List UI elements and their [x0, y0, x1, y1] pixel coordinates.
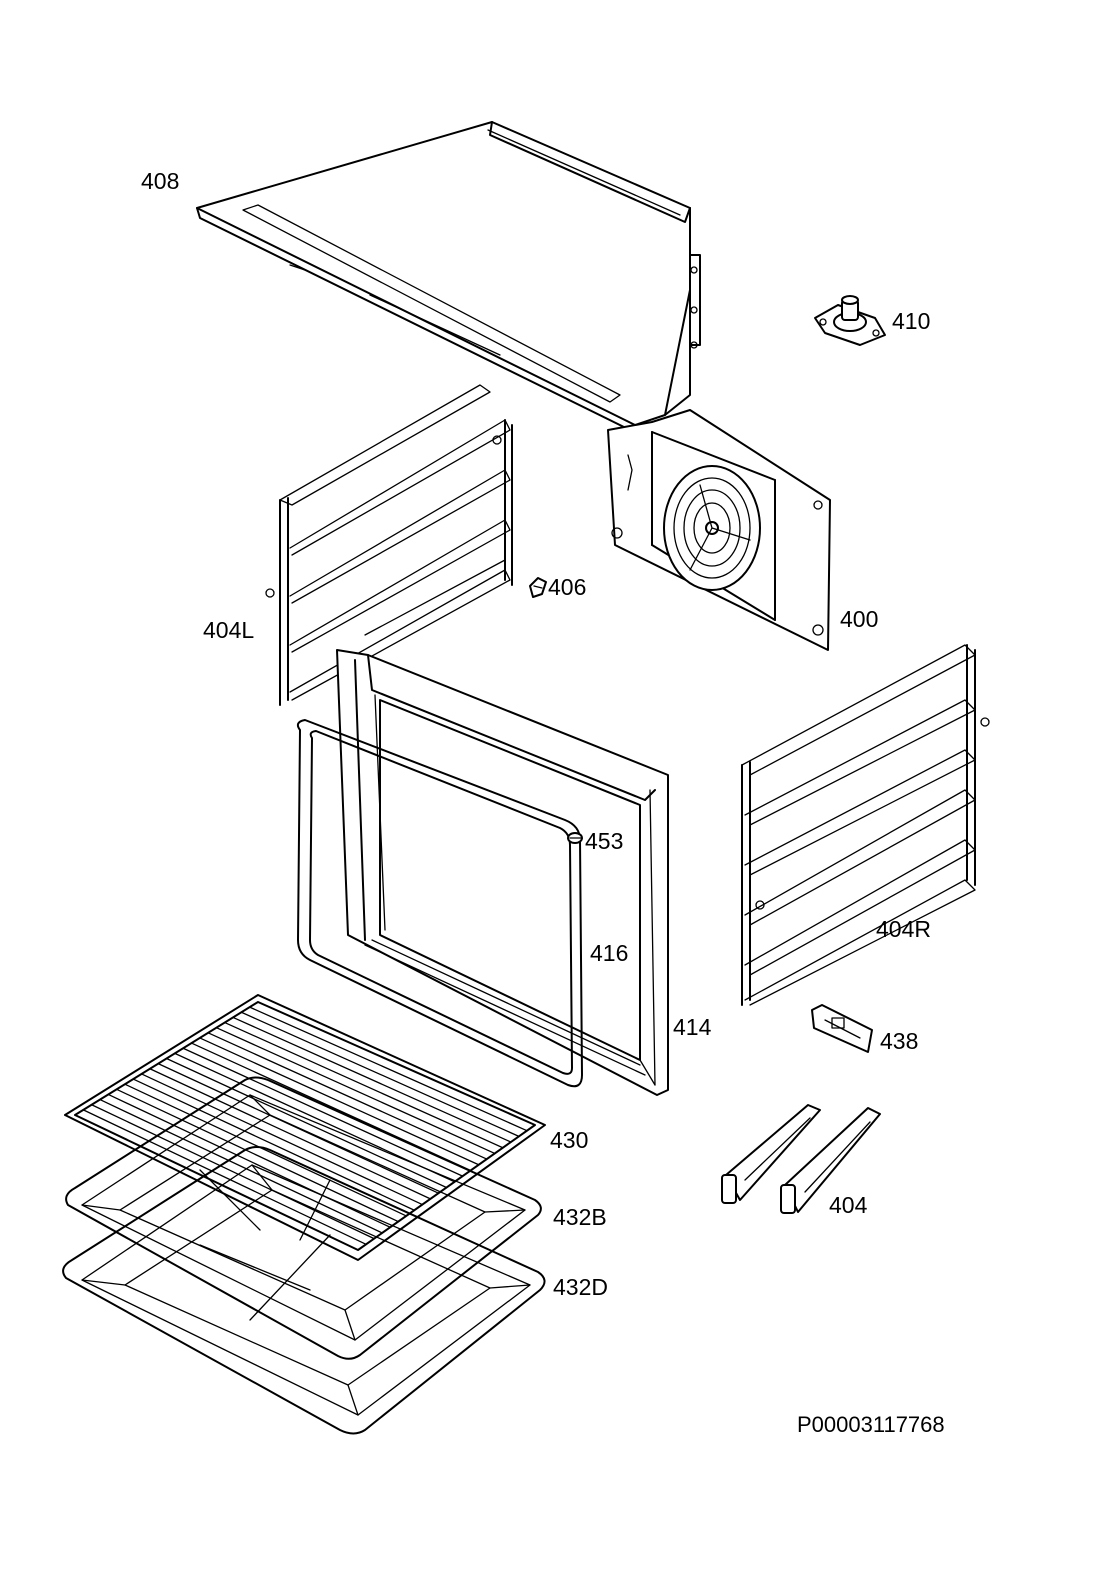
rack-bar: [82, 1109, 367, 1245]
rack-bar: [107, 1093, 391, 1228]
label-432B: 432B: [553, 1204, 607, 1230]
label-406: 406: [548, 574, 587, 600]
rack-bar: [199, 1037, 480, 1166]
part-404-telescopic-runners: [721, 1104, 881, 1214]
part-404L-left-runner: [265, 384, 513, 706]
part-438-bracket: [811, 1004, 873, 1053]
rack-bar: [165, 1057, 448, 1189]
rack-bar: [140, 1073, 424, 1206]
document-code: P00003117768: [797, 1412, 945, 1437]
label-432D: 432D: [553, 1274, 608, 1300]
part-400-fan-panel: [607, 409, 831, 651]
label-414: 414: [673, 1014, 712, 1040]
rack-bar: [99, 1098, 383, 1234]
rack-bar: [232, 1016, 512, 1143]
part-416-door-seal: [296, 719, 583, 1088]
rack-bar: [215, 1027, 496, 1155]
label-453: 453: [585, 828, 624, 854]
rack-bar: [124, 1083, 407, 1217]
rack-bar: [240, 1011, 520, 1138]
part-432D-deep-tray: [62, 1146, 546, 1435]
rack-bar: [115, 1088, 399, 1223]
label-438: 438: [880, 1028, 919, 1054]
label-430: 430: [550, 1127, 589, 1153]
rack-bar: [224, 1021, 504, 1149]
part-453-screw: [567, 832, 583, 844]
rack-bar: [207, 1032, 488, 1160]
label-404R: 404R: [876, 916, 931, 942]
rack-bar: [249, 1006, 528, 1132]
rack-bar: [149, 1068, 432, 1200]
part-404R-right-runner: [741, 644, 990, 1006]
part-414-inner-frame: [336, 649, 669, 1096]
part-432B-baking-tray: [65, 1076, 542, 1360]
part-408-top-shield: [196, 121, 701, 431]
rack-bar: [90, 1104, 375, 1240]
label-404L: 404L: [203, 617, 255, 643]
label-404: 404: [829, 1192, 868, 1218]
part-410-sensor: [814, 295, 886, 346]
rack-bar: [182, 1047, 464, 1177]
label-400: 400: [840, 606, 879, 632]
rack-bar: [132, 1078, 415, 1211]
part-406-clip: [529, 577, 547, 598]
label-408: 408: [141, 168, 180, 194]
label-416: 416: [590, 940, 629, 966]
label-410: 410: [892, 308, 931, 334]
